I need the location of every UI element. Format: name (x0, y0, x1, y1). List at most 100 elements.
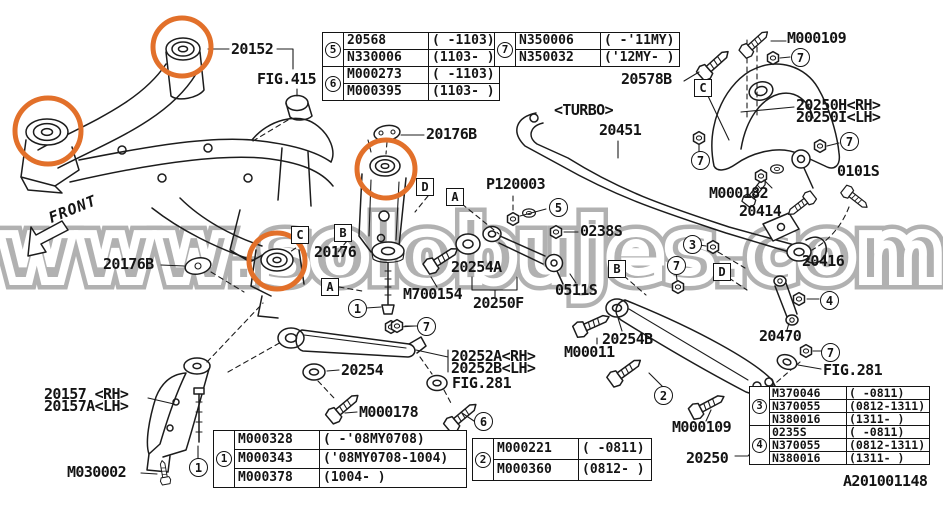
part-label-20176: 20176 (314, 243, 357, 261)
table-cell-part: 20568 (343, 32, 429, 50)
table-cell-range: ( -1103) (428, 32, 500, 50)
table-badge-2: 2 (472, 438, 494, 481)
table-cell-part: N370055 (769, 438, 847, 452)
table-cell-range: (1311- ) (846, 412, 930, 426)
table-callout-6: 6 (325, 75, 341, 92)
table-cell-part: 0235S (769, 425, 847, 439)
callout-circle-7: 7 (840, 132, 859, 151)
table-cell-range: ('08MY0708-1004) (319, 449, 467, 469)
part-label-fig415: FIG.415 (257, 70, 317, 88)
part-label-20152: 20152 (231, 40, 274, 58)
ref-table-7: 7 N350006 ( -'11MY) N350032 ('12MY- ) (494, 32, 680, 67)
part-label-20176b-left: 20176B (103, 255, 154, 273)
table-cell-range: ( -1103) (428, 66, 500, 84)
table-callout-4: 4 (752, 437, 767, 453)
lateral-link (421, 225, 577, 298)
part-label-20252b: 20252B<LH> (451, 359, 536, 377)
fig415-bushing (252, 88, 313, 142)
table-cell-part: M000343 (234, 449, 320, 469)
table-cell-range: (1103- ) (428, 49, 500, 67)
table-cell-part: N380016 (769, 412, 847, 426)
part-label-20470: 20470 (759, 327, 802, 345)
callout-circle-7: 7 (417, 317, 436, 336)
table-cell-part: M000221 (493, 438, 579, 460)
ref-table-2: 2 M000221 ( -0811) M000360 (0812- ) (472, 438, 652, 481)
part-label-20578b: 20578B (621, 70, 672, 88)
part-label-fig281-bottom: FIG.281 (452, 374, 512, 392)
table-cell-range: (1311- ) (846, 451, 930, 465)
drawing-number: A201001148 (843, 472, 928, 490)
table-badge-3: 3 (749, 386, 770, 426)
lower-arm (277, 318, 482, 436)
box-marker-A: A (446, 188, 464, 206)
ref-table-1: 1 M000328 ( -'08MY0708) M000343 ('08MY07… (213, 430, 467, 488)
highlight-circle-top-bushing (150, 15, 214, 79)
part-label-m000109-top: M000109 (787, 29, 847, 47)
table-badge-5: 5 (322, 32, 344, 67)
table-cell-range: ( -0811) (578, 438, 652, 460)
table-cell-range: (0812-1311) (846, 399, 930, 413)
table-cell-part: M000378 (234, 468, 320, 488)
part-label-20250f: 20250F (473, 294, 524, 312)
table-cell-part: M000395 (343, 83, 429, 101)
highlight-circle-lower-bushing (246, 230, 308, 292)
table-cell-range: ( -'11MY) (600, 32, 680, 50)
small-hardware-center (506, 195, 579, 240)
left-stopper-plate (160, 256, 245, 293)
part-label-20252a: 20252A<RH> (451, 347, 536, 365)
table-cell-range: (1004- ) (319, 468, 467, 488)
part-label-20250: 20250 (686, 449, 729, 467)
part-label-p120003: P120003 (486, 175, 546, 193)
ref-table-3-4: 3 M370046 ( -0811) N370055 (0812-1311) N… (749, 386, 930, 465)
trailing-arm-bracket (140, 302, 284, 486)
box-marker-A: A (321, 278, 339, 296)
table-badge-4: 4 (749, 425, 770, 465)
callout-circle-4: 4 (820, 291, 839, 310)
callout-circle-7: 7 (667, 256, 686, 275)
table-cell-range: ('12MY- ) (600, 49, 680, 67)
part-label-20416: 20416 (802, 252, 845, 270)
table-callout-3: 3 (752, 398, 767, 414)
box-marker-C: C (291, 226, 309, 244)
part-label-20451: 20451 (599, 121, 642, 139)
part-label-m000109-bottom: M000109 (672, 418, 732, 436)
callout-circle-1: 1 (348, 299, 367, 318)
highlight-circle-left-bushing (12, 95, 84, 167)
box-marker-D: D (713, 263, 731, 281)
table-cell-part: M370046 (769, 386, 847, 400)
table-cell-part: N350006 (515, 32, 601, 50)
part-label-m000182: M000182 (709, 184, 769, 202)
table-cell-part: N380016 (769, 451, 847, 465)
table-badge-7: 7 (494, 32, 516, 67)
subframe-crossmember (20, 37, 334, 319)
table-cell-range: ( -'08MY0708) (319, 430, 467, 450)
table-callout-7: 7 (497, 41, 513, 58)
stabilizer-bar (516, 112, 872, 331)
part-label-turbo: <TURBO> (554, 101, 614, 119)
highlight-circles (12, 15, 418, 292)
callout-circle-3: 3 (683, 235, 702, 254)
part-label-20250h: 20250H<RH> (796, 96, 881, 114)
callout-circle-7: 7 (791, 48, 810, 67)
part-label-0511s: 0511S (555, 281, 598, 299)
upper-control-arm (683, 25, 841, 221)
box-marker-D: D (416, 178, 434, 196)
part-label-0101s: 0101S (837, 162, 880, 180)
ref-table-5-6: 5 20568 ( -1103) N330006 (1103- ) 6 M000… (322, 32, 500, 101)
box-marker-B: B (608, 260, 626, 278)
table-cell-part: M000328 (234, 430, 320, 450)
rear-lateral-arm (571, 298, 823, 457)
callout-circle-7: 7 (691, 151, 710, 170)
table-badge-6: 6 (322, 66, 344, 101)
front-arrow-icon (27, 220, 69, 257)
part-label-20157a: 20157A<LH> (44, 397, 129, 415)
table-cell-range: ( -0811) (846, 386, 930, 400)
callout-circle-7: 7 (821, 343, 840, 362)
table-callout-2: 2 (475, 451, 491, 468)
part-label-m000178: M000178 (359, 403, 419, 421)
part-label-20176b-top: 20176B (426, 125, 477, 143)
table-cell-part: M000273 (343, 66, 429, 84)
callout-circle-1: 1 (189, 458, 208, 477)
